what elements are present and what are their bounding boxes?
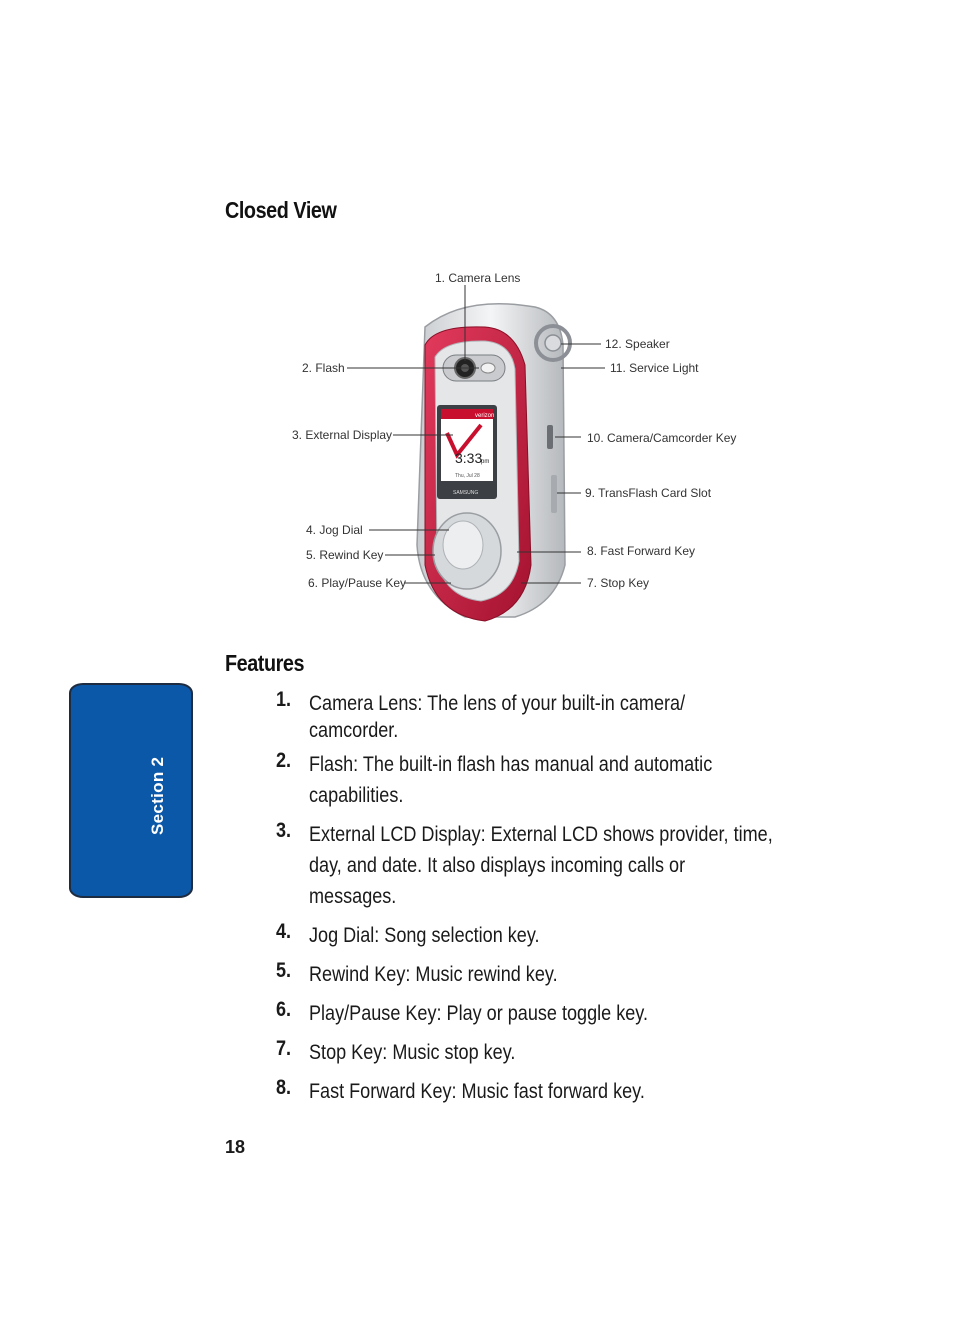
flash-shape [480,362,496,374]
feature-text: capabilities. [309,784,404,807]
feature-number: 1. [276,688,292,711]
feature-text: camcorder. [309,719,399,742]
features-list: 1. Camera Lens: The lens of your built-i… [276,688,816,1107]
feature-number: 3. [276,819,292,842]
speaker-ring [534,324,572,362]
feature-number: 7. [276,1037,292,1060]
feature-number: 2. [276,749,292,772]
feature-item: 4. Jog Dial: Song selection key. [276,920,816,951]
feature-text: Stop Key: Music stop key. [309,1041,516,1064]
phone-illustration: verizon 3:33 pm Thu, Jul 28 SAMSUNG 1 [292,271,736,622]
screen-time: 3:33 [455,450,482,466]
callout-play-pause-key: 6. Play/Pause Key [308,576,406,590]
feature-number: 5. [276,959,292,982]
callout-external-display: 3. External Display [292,428,392,442]
feature-item: 7. Stop Key: Music stop key. [276,1037,816,1068]
feature-text: day, and date. It also displays incoming… [309,854,686,877]
feature-text: Flash: The built-in flash has manual and… [309,753,713,776]
feature-text: Jog Dial: Song selection key. [309,924,540,947]
feature-number: 8. [276,1076,292,1099]
feature-text: Play/Pause Key: Play or pause toggle key… [309,1002,648,1025]
feature-text: Rewind Key: Music rewind key. [309,963,558,986]
callout-speaker: 12. Speaker [605,337,670,351]
feature-item: 6. Play/Pause Key: Play or pause toggle … [276,998,816,1029]
phone-closed-view-figure: verizon 3:33 pm Thu, Jul 28 SAMSUNG 1 [285,265,755,635]
section-tab: Section 2 [69,683,193,898]
brand-label: SAMSUNG [453,490,478,496]
callout-camera-camcorder-key: 10. Camera/Camcorder Key [587,431,736,445]
callout-fast-forward-key: 8. Fast Forward Key [587,544,695,558]
callout-transflash-slot: 9. TransFlash Card Slot [585,486,712,500]
section-tab-label: Section 2 [148,756,167,835]
screen-carrier: verizon [475,413,494,419]
callout-flash: 2. Flash [302,361,345,375]
feature-item: 3. External LCD Display: External LCD sh… [276,819,816,912]
feature-item: 8. Fast Forward Key: Music fast forward … [276,1076,816,1107]
callout-lines [347,285,605,584]
feature-number: 6. [276,998,292,1021]
callout-service-light: 11. Service Light [610,361,699,375]
callout-jog-dial: 4. Jog Dial [306,523,363,537]
feature-text: Fast Forward Key: Music fast forward key… [309,1080,645,1103]
feature-item: 5. Rewind Key: Music rewind key. [276,959,816,990]
feature-item: 1. Camera Lens: The lens of your built-i… [276,688,816,743]
closed-view-heading: Closed View [225,197,337,223]
feature-text: External LCD Display: External LCD shows… [309,823,773,846]
screen-date: Thu, Jul 28 [455,473,480,479]
feature-number: 4. [276,920,292,943]
callout-rewind-key: 5. Rewind Key [306,548,383,562]
feature-text: Camera Lens: The lens of your built-in c… [309,692,686,715]
page-number: 18 [225,1137,246,1157]
screen-ampm: pm [481,459,489,465]
callout-camera-lens: 1. Camera Lens [435,271,520,285]
camera-key-shape [547,425,553,449]
feature-text: messages. [309,885,397,908]
callout-stop-key: 7. Stop Key [587,576,649,590]
feature-item: 2. Flash: The built-in flash has manual … [276,749,816,811]
card-slot-shape [551,475,557,513]
features-heading: Features [225,650,305,676]
